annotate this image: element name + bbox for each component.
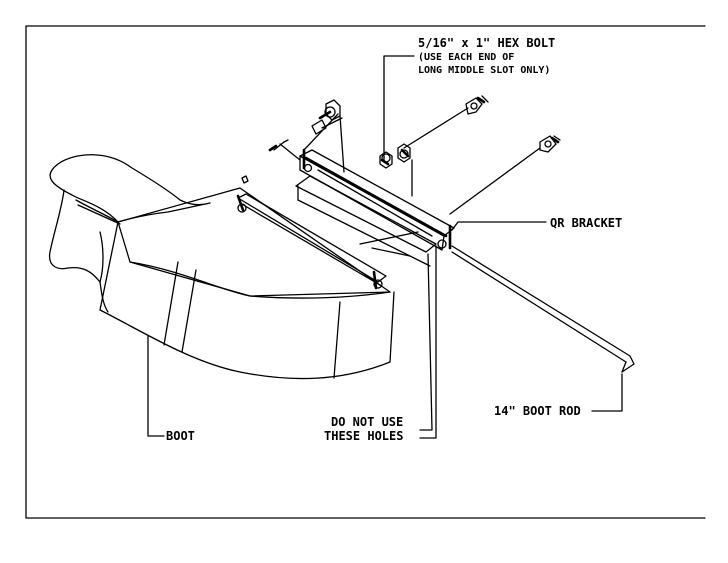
label-boot: BOOT — [166, 429, 195, 443]
washer-nut-right — [539, 135, 561, 153]
explode-line-4 — [449, 147, 541, 215]
explode-line-6 — [339, 115, 345, 173]
leader-hex-bolt — [383, 55, 415, 161]
qr-bracket-part — [295, 143, 455, 267]
leader-boot-rod — [591, 373, 623, 412]
leader-do-not-use-1 — [419, 253, 433, 431]
label-hex-bolt-line1: 5/16" x 1" HEX BOLT — [418, 36, 555, 50]
leader-boot — [147, 335, 165, 437]
slot-bolt-left — [379, 151, 393, 169]
drawing-frame — [25, 25, 706, 519]
slot-bolt-right — [397, 143, 411, 163]
label-qr-bracket: QR BRACKET — [550, 216, 622, 230]
boot-part — [48, 154, 395, 380]
leader-do-not-use-2 — [419, 245, 437, 439]
label-boot-rod: 14" BOOT ROD — [494, 404, 581, 418]
explode-line-1 — [279, 143, 301, 161]
leader-qr-bracket — [451, 221, 547, 231]
explode-line-3 — [403, 107, 469, 149]
boot-rod-part — [451, 245, 635, 373]
bolt-left-loose — [268, 139, 289, 152]
washer-nut-top — [465, 95, 489, 115]
explode-line-2 — [303, 113, 339, 151]
label-do-not-use-line2: THESE HOLES — [324, 429, 403, 443]
label-hex-bolt-line2: (USE EACH END OF — [418, 52, 514, 63]
label-do-not-use-line1: DO NOT USE — [331, 415, 403, 429]
hex-bolt-exploded — [311, 99, 343, 135]
label-hex-bolt-line3: LONG MIDDLE SLOT ONLY) — [418, 65, 550, 76]
